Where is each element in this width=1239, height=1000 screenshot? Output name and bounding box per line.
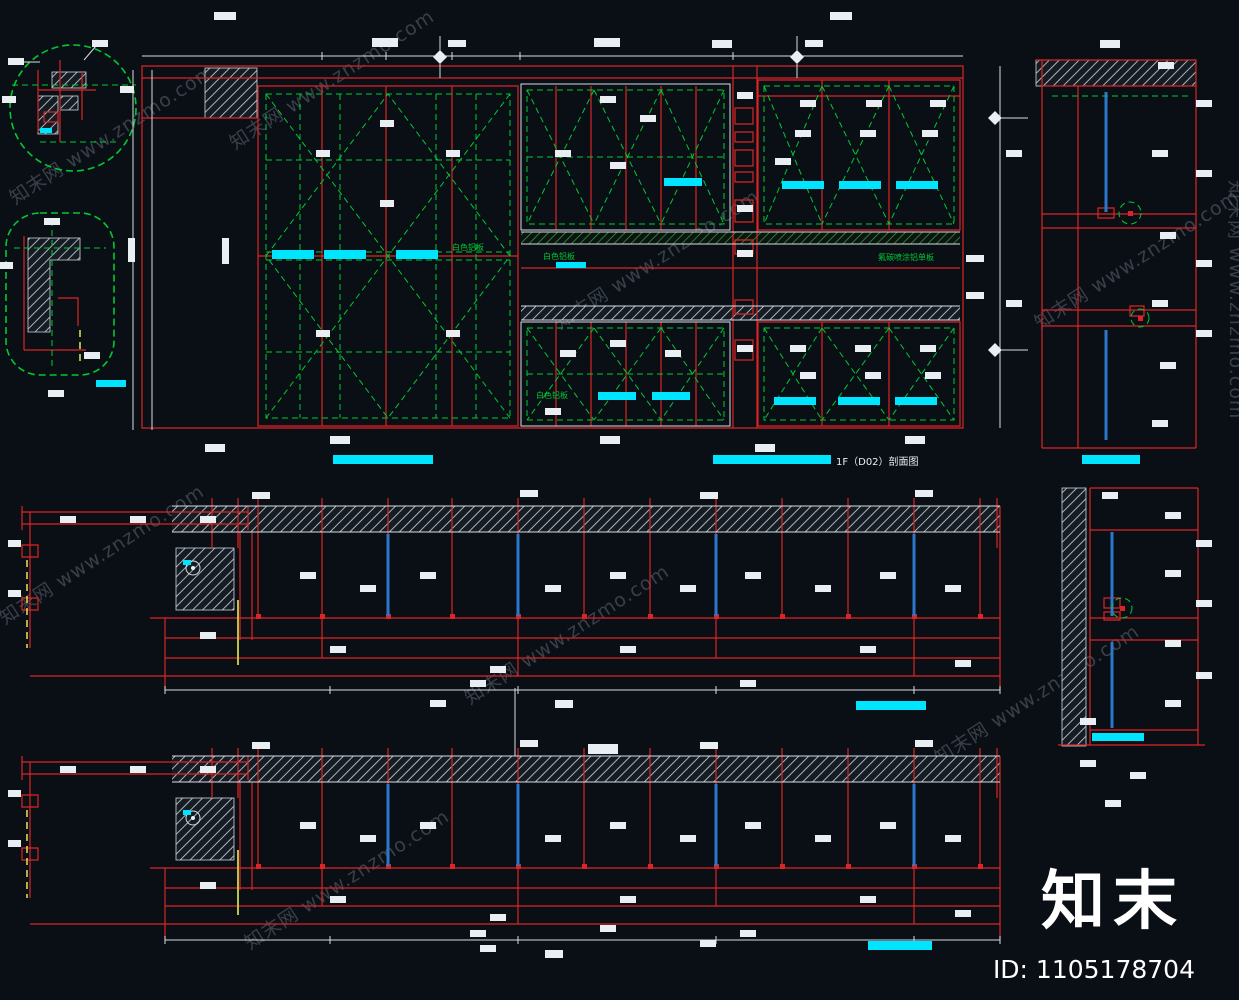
middle-section-drawing bbox=[21, 498, 1001, 756]
right-middle-panel-drawing bbox=[1058, 487, 1205, 747]
watermark-id: ID: 1105178704 bbox=[992, 955, 1195, 984]
material-note: 氟碳喷涂铝单板 bbox=[878, 252, 934, 262]
detail-corner-callout bbox=[5, 212, 115, 376]
watermark-logo: 知末 bbox=[1041, 865, 1185, 939]
watermark-text: 知末网 www.znzmo.com bbox=[1225, 180, 1239, 419]
main-elevation-drawing: 白色铝板 白色铝板 氟碳喷涂铝单板 白色铝板 1F（D02）剖面图 bbox=[132, 36, 1028, 468]
material-note: 白色铝板 bbox=[452, 242, 484, 252]
right-top-panel-drawing bbox=[1035, 59, 1197, 449]
watermark-text: 知末网 www.znzmo.com bbox=[461, 560, 674, 709]
section-title: 1F（D02）剖面图 bbox=[836, 455, 919, 468]
bottom-section-drawing bbox=[21, 748, 1001, 944]
detail-circle-callout bbox=[9, 44, 137, 172]
material-note: 白色铝板 bbox=[536, 390, 568, 400]
material-note: 白色铝板 bbox=[543, 251, 575, 261]
watermark-text: 知末网 www.znzmo.com bbox=[1031, 185, 1239, 334]
